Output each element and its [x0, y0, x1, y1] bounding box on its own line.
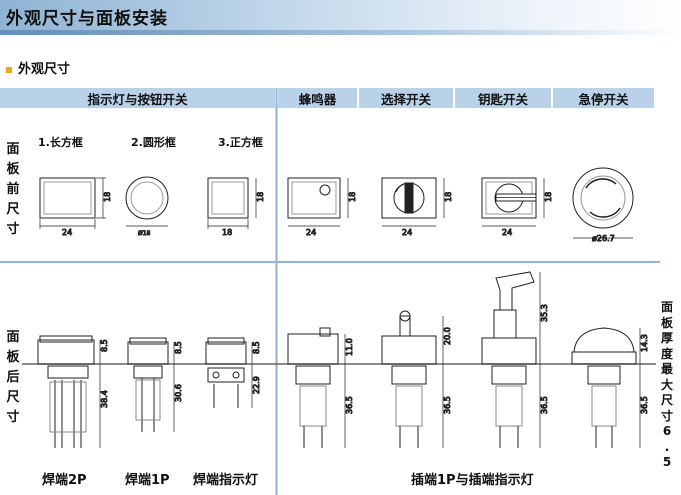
- dim-buzzer-depth: 36.5: [345, 396, 354, 414]
- front-selector: [381, 177, 445, 227]
- section-heading: 外观尺寸: [6, 58, 70, 77]
- front-row-label: 面板前尺寸: [6, 140, 20, 240]
- front-square-frame: [207, 177, 257, 229]
- header-buzzer: 蜂鸣器: [278, 88, 357, 108]
- back-solder-2p: [37, 335, 101, 448]
- section-title: 外观尺寸: [18, 62, 71, 77]
- dim-selector-top: 20.0: [443, 327, 452, 345]
- dim-rect-width: 24: [62, 228, 72, 237]
- header-selector: 选择开关: [359, 88, 453, 108]
- header-key-label: 钥匙开关: [477, 91, 528, 107]
- dim-buzzer-width: 24: [306, 228, 316, 237]
- frame-label-round: 2.圆形框: [131, 136, 176, 149]
- back-row-label: 面板后尺寸: [6, 328, 20, 428]
- dim-round-diameter: Ø18: [138, 230, 151, 237]
- frame-label-rect: 1.长方框: [38, 136, 83, 149]
- back-buzzer: [287, 327, 346, 448]
- dim-selector-height: 18: [444, 192, 453, 202]
- back-key: [481, 271, 541, 448]
- header-indicator-switch: 指示灯与按钮开关: [0, 88, 275, 108]
- dim-2p-top: 8.5: [100, 339, 109, 352]
- back-solder-indicator: [205, 337, 253, 408]
- front-round-frame: [125, 176, 169, 227]
- header-selector-label: 选择开关: [380, 91, 431, 107]
- dim-key-height: 18: [544, 192, 553, 202]
- dim-square-height: 18: [256, 192, 265, 202]
- front-key: [481, 177, 545, 227]
- dim-indicator-top: 8.5: [252, 341, 261, 354]
- dim-estop-top: 14.3: [640, 334, 649, 352]
- dim-indicator-depth: 22.9: [252, 376, 261, 394]
- dim-2p-depth: 38.4: [100, 390, 109, 408]
- back-estop: [571, 327, 641, 448]
- front-buzzer: [287, 177, 349, 227]
- back-solder-1p: [127, 337, 175, 432]
- title-bar: 外观尺寸与面板安装: [0, 0, 681, 30]
- front-estop: [572, 167, 634, 239]
- label-plug: 插端1P与插端指示灯: [411, 473, 534, 488]
- front-row-text: 面板前尺寸: [6, 142, 20, 237]
- header-buzzer-label: 蜂鸣器: [298, 91, 337, 107]
- dim-selector-width: 24: [402, 228, 412, 237]
- frame-label-square: 3.正方框: [218, 136, 263, 149]
- dim-estop-depth: 36.5: [640, 396, 649, 414]
- front-rect-frame: [39, 177, 106, 229]
- page-title: 外观尺寸与面板安装: [6, 9, 168, 29]
- header-estop: 急停开关: [553, 88, 654, 108]
- back-selector: [381, 310, 444, 448]
- bullet-icon: [6, 66, 12, 73]
- header-key: 钥匙开关: [455, 88, 551, 108]
- dim-key-width: 24: [502, 228, 512, 237]
- dim-key-depth: 36.5: [540, 396, 549, 414]
- label-solder-2p: 焊端2P: [42, 473, 87, 488]
- title-stripe: [0, 30, 681, 35]
- dim-rect-height: 18: [103, 192, 112, 202]
- dim-key-top: 35.3: [540, 304, 549, 322]
- dim-buzzer-height: 18: [348, 192, 357, 202]
- dim-estop-diameter: ø26.7: [592, 234, 615, 243]
- dim-1p-top: 8.5: [174, 341, 183, 354]
- back-row-text: 面板后尺寸: [6, 330, 20, 425]
- header-estop-label: 急停开关: [578, 91, 629, 107]
- header-indicator-switch-label: 指示灯与按钮开关: [87, 91, 188, 107]
- label-solder-indicator: 焊端指示灯: [193, 473, 259, 488]
- dim-1p-depth: 30.6: [174, 384, 183, 402]
- dim-square-width: 18: [222, 228, 232, 237]
- label-solder-1p: 焊端1P: [125, 473, 170, 488]
- dim-buzzer-top: 11.0: [345, 338, 354, 356]
- dim-selector-depth: 36.5: [443, 396, 452, 414]
